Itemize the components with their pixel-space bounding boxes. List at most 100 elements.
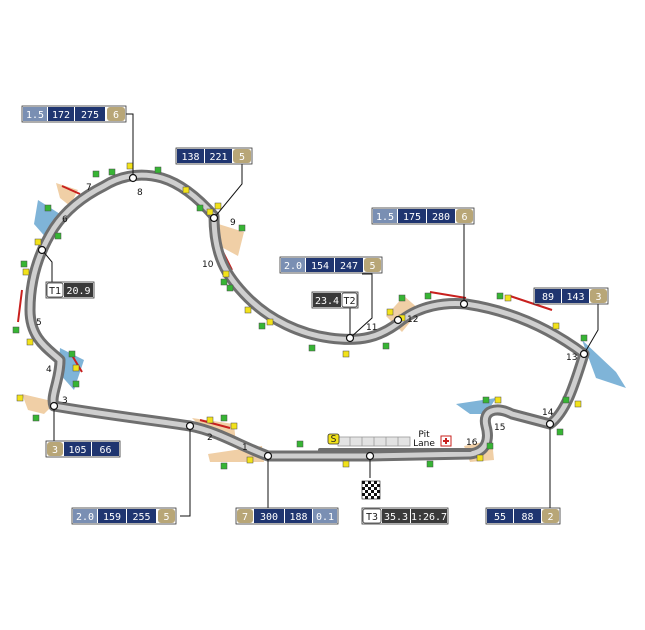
corner-node bbox=[49, 401, 59, 411]
corner-node bbox=[345, 333, 355, 343]
turn-number: 6 bbox=[62, 215, 68, 225]
turn-number: 5 bbox=[36, 318, 42, 328]
marshal-post bbox=[206, 416, 214, 424]
box-item: 35.3 bbox=[384, 512, 408, 523]
marshal-post bbox=[154, 166, 162, 174]
box-item: 3 bbox=[595, 292, 601, 303]
corner-node bbox=[459, 299, 469, 309]
marshal-post bbox=[26, 338, 34, 346]
box-item: 1:26.7 bbox=[411, 512, 447, 523]
marshal-posts bbox=[12, 162, 588, 470]
turn-number: 7 bbox=[86, 183, 92, 193]
kerb-turn-12 bbox=[429, 291, 467, 299]
marshal-post bbox=[32, 414, 40, 422]
box-item: 2.0 bbox=[284, 261, 302, 272]
marshal-post bbox=[220, 462, 228, 470]
info-box-turn-11: 2.0 154 247 5 bbox=[279, 256, 383, 274]
pit-lane-label-1: Pit bbox=[418, 430, 430, 440]
turn-number: 8 bbox=[137, 188, 143, 198]
sector-marker-label: S bbox=[330, 434, 336, 445]
medical-cross-icon bbox=[440, 435, 452, 447]
kerb-turn-7 bbox=[61, 185, 81, 195]
box-item: 55 bbox=[494, 512, 506, 523]
marshal-post bbox=[342, 350, 350, 358]
sector-time-t1: T1 20.9 bbox=[45, 281, 95, 299]
marshal-post bbox=[44, 204, 52, 212]
sector-marker: S bbox=[327, 433, 340, 445]
marshal-post bbox=[494, 396, 502, 404]
turn-number: 13 bbox=[566, 353, 577, 363]
turn-number: 12 bbox=[407, 315, 418, 325]
marshal-post bbox=[196, 204, 204, 212]
marshal-post bbox=[342, 460, 350, 468]
marshal-post bbox=[244, 306, 252, 314]
marshal-post bbox=[296, 440, 304, 448]
marshal-post bbox=[108, 168, 116, 176]
runoff-turn-6 bbox=[34, 200, 60, 240]
corner-node bbox=[128, 173, 138, 183]
marshal-post bbox=[308, 344, 316, 352]
info-box-turn-8: 1.5 172 275 6 bbox=[21, 105, 127, 123]
marshal-post bbox=[386, 308, 394, 316]
corner-node bbox=[185, 421, 195, 431]
marshal-post bbox=[72, 380, 80, 388]
box-item: 88 bbox=[521, 512, 533, 523]
marshal-post bbox=[238, 224, 246, 232]
marshal-post bbox=[206, 208, 214, 216]
marshal-post bbox=[68, 350, 76, 358]
marshal-post bbox=[580, 334, 588, 342]
box-item: 280 bbox=[432, 212, 450, 223]
box-item: 172 bbox=[52, 110, 70, 121]
marshal-post bbox=[482, 396, 490, 404]
marshal-post bbox=[426, 460, 434, 468]
marshal-post bbox=[72, 364, 80, 372]
box-item: 0.1 bbox=[316, 512, 334, 523]
marshal-post bbox=[496, 292, 504, 300]
sector-time-t3: T3 35.3 1:26.7 bbox=[361, 507, 449, 525]
box-item: 143 bbox=[566, 292, 584, 303]
marshal-post bbox=[222, 270, 230, 278]
pit-garages bbox=[337, 436, 411, 447]
marshal-post bbox=[92, 170, 100, 178]
info-boxes: 1.5 172 275 6 138 221 5 1.5 175 280 6 bbox=[21, 105, 609, 525]
box-item: 247 bbox=[340, 261, 358, 272]
marshal-post bbox=[220, 278, 228, 286]
box-item: 2.0 bbox=[76, 512, 94, 523]
box-item: 7 bbox=[242, 512, 248, 523]
marshal-post bbox=[126, 162, 134, 170]
box-item: 20.9 bbox=[66, 286, 90, 297]
turn-number: 1 bbox=[242, 443, 248, 453]
box-item: 255 bbox=[132, 512, 150, 523]
box-item: 275 bbox=[81, 110, 99, 121]
box-item: 89 bbox=[542, 292, 554, 303]
marshal-post bbox=[574, 400, 582, 408]
box-item: 5 bbox=[163, 512, 169, 523]
corner-node bbox=[393, 315, 403, 325]
pit-lane-label-2: Lane bbox=[413, 439, 435, 449]
box-item: 159 bbox=[103, 512, 121, 523]
box-item: 300 bbox=[260, 512, 278, 523]
box-item: 2 bbox=[547, 512, 553, 523]
turn-number: 11 bbox=[366, 323, 377, 333]
marshal-post bbox=[16, 394, 24, 402]
box-item: 5 bbox=[369, 261, 375, 272]
info-box-turn-9: 138 221 5 bbox=[175, 147, 253, 165]
marshal-post bbox=[258, 322, 266, 330]
box-item: 3 bbox=[52, 445, 58, 456]
box-item: 138 bbox=[181, 152, 199, 163]
box-item: 5 bbox=[239, 152, 245, 163]
marshal-post bbox=[220, 414, 228, 422]
box-item: 105 bbox=[68, 445, 86, 456]
box-item: 154 bbox=[311, 261, 329, 272]
corner-node bbox=[365, 451, 375, 461]
marshal-post bbox=[214, 202, 222, 210]
turn-number: 4 bbox=[46, 365, 52, 375]
marshal-post bbox=[22, 268, 30, 276]
info-box-turn-2: 2.0 159 255 5 bbox=[71, 507, 177, 525]
marshal-post bbox=[266, 318, 274, 326]
box-item: T2 bbox=[343, 296, 355, 307]
marshal-post bbox=[54, 232, 62, 240]
chequered-flag-icon bbox=[361, 480, 381, 500]
box-item: 66 bbox=[99, 445, 111, 456]
